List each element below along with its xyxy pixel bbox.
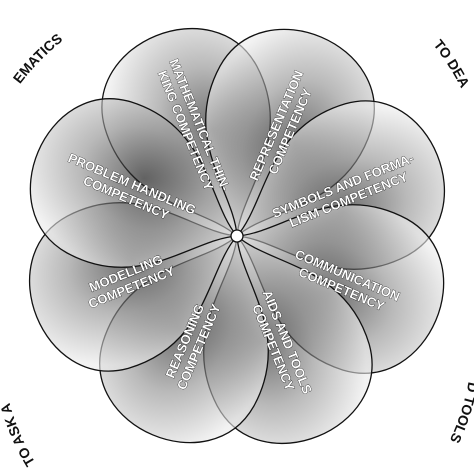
outer-text-bottom-left: TO ASK A [0,402,38,470]
competency-petals [28,27,446,445]
center-hub [230,229,244,243]
outer-text-bottom-right: D TOOLS [447,381,474,446]
competency-label: MATHEMATICAL THIN-KING COMPETENCY [152,57,233,199]
outer-text-top-left: EMATICS [10,30,66,86]
outer-text-top-right: TO DEA [431,36,473,90]
competency-petal [29,98,239,268]
